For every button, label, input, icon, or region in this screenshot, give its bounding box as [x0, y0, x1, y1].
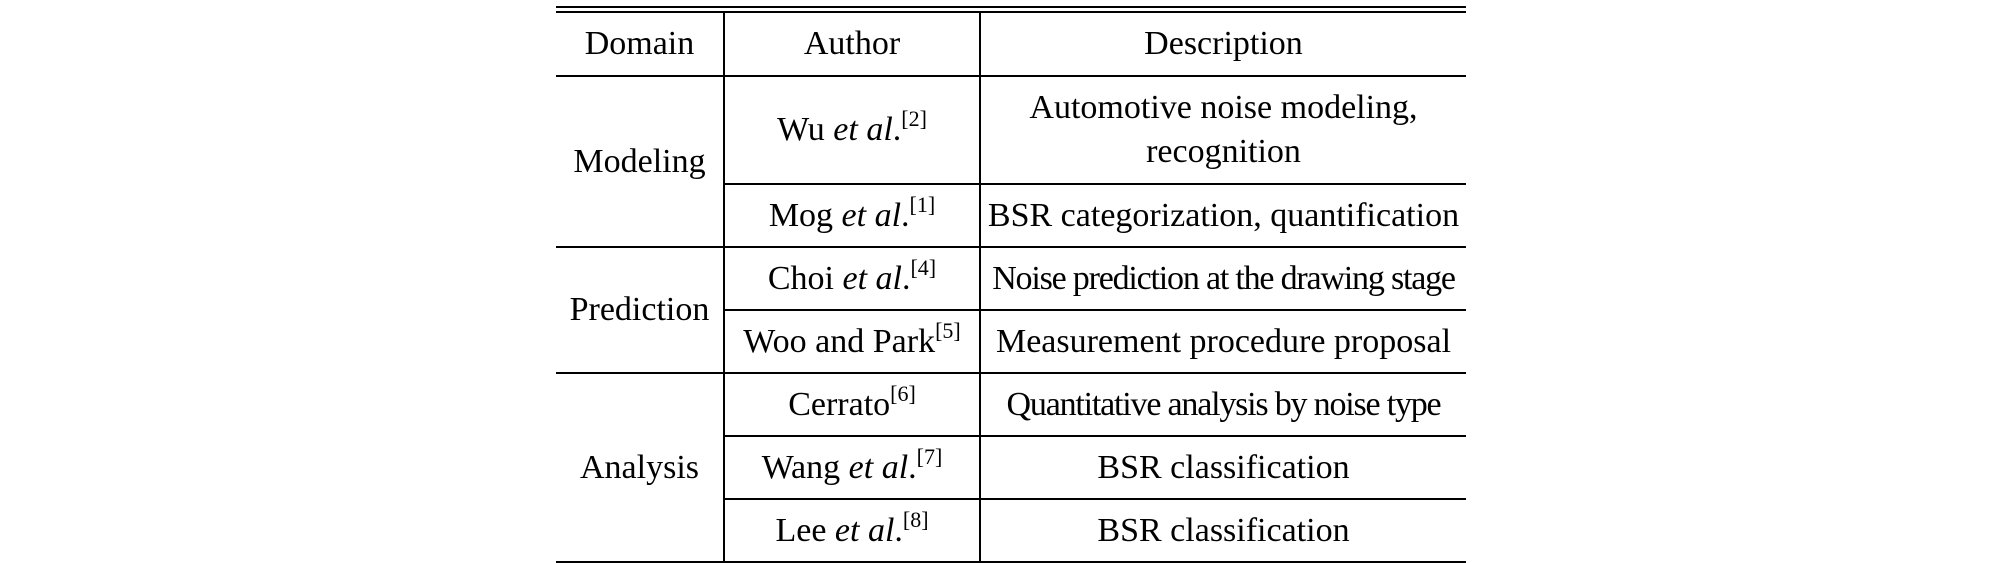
- reference-number: [2]: [901, 106, 927, 131]
- author-cell: Mog et al.[1]: [724, 184, 981, 248]
- author-name: Wu: [777, 111, 825, 148]
- description-cell: BSR categorization, quantification: [980, 184, 1466, 248]
- author-suffix: .: [892, 111, 902, 148]
- description-cell: Automotive noise modeling, recognition: [980, 76, 1466, 185]
- author-name: Choi: [767, 259, 834, 297]
- table-row: Modeling Wu et al.[2] Automotive noise m…: [556, 76, 1466, 248]
- table-row: Woo and Park[5] Measurement procedure pr…: [556, 310, 1466, 374]
- author-suffix: .: [901, 259, 911, 297]
- reference-number: [7]: [916, 443, 943, 469]
- reference-number: [1]: [909, 191, 936, 217]
- author-suffix: .: [901, 196, 910, 234]
- table-row: Mog et al.[1] BSR categorization, quanti…: [556, 184, 1466, 248]
- author-etal: et al: [842, 259, 902, 297]
- reference-number: [5]: [935, 317, 961, 343]
- author-cell: Choi et al.[4]: [724, 247, 981, 311]
- literature-table-container: Domain Author Description Modeling Wu et…: [556, 6, 1466, 563]
- author-name: Cerrato: [788, 385, 891, 423]
- description-cell: Measurement procedure proposal: [980, 310, 1466, 374]
- header-row: Domain Author Description: [556, 6, 1466, 77]
- description-cell: BSR classification: [980, 499, 1466, 563]
- header-author: Author: [724, 6, 981, 77]
- domain-cell-analysis: Analysis: [556, 373, 725, 563]
- author-name: Lee: [775, 511, 827, 549]
- author-etal: et al: [833, 111, 893, 148]
- author-etal: et al: [841, 196, 902, 234]
- table-row: Prediction Choi et al.[4] Noise predicti…: [556, 247, 1466, 374]
- reference-number: [4]: [910, 254, 937, 280]
- table-row: Wang et al.[7] BSR classification: [556, 436, 1466, 500]
- author-suffix: .: [894, 511, 903, 549]
- reference-number: [8]: [902, 506, 929, 532]
- table-row: Lee et al.[8] BSR classification: [556, 499, 1466, 563]
- author-etal: et al: [834, 511, 895, 549]
- description-cell: BSR classification: [980, 436, 1466, 500]
- author-suffix: .: [908, 448, 917, 486]
- reference-number: [6]: [890, 380, 916, 406]
- author-etal: et al: [848, 448, 909, 486]
- author-cell: Wang et al.[7]: [724, 436, 981, 500]
- author-name: Wang: [761, 448, 841, 486]
- author-name: Woo and Park: [743, 322, 936, 360]
- author-cell: Woo and Park[5]: [724, 310, 981, 374]
- domain-cell-modeling: Modeling: [556, 76, 725, 248]
- author-cell: Cerrato[6]: [724, 373, 981, 437]
- author-cell: Wu et al.[2]: [724, 76, 981, 185]
- literature-table: Domain Author Description Modeling Wu et…: [556, 6, 1466, 563]
- header-domain: Domain: [556, 6, 725, 77]
- header-description: Description: [980, 6, 1466, 77]
- author-cell: Lee et al.[8]: [724, 499, 981, 563]
- description-cell: Quantitative analysis by noise type: [980, 373, 1466, 437]
- table-row: Analysis Cerrato[6] Quantitative analysi…: [556, 373, 1466, 563]
- description-cell: Noise prediction at the drawing stage: [980, 247, 1466, 311]
- author-name: Mog: [768, 196, 834, 234]
- domain-cell-prediction: Prediction: [556, 247, 725, 374]
